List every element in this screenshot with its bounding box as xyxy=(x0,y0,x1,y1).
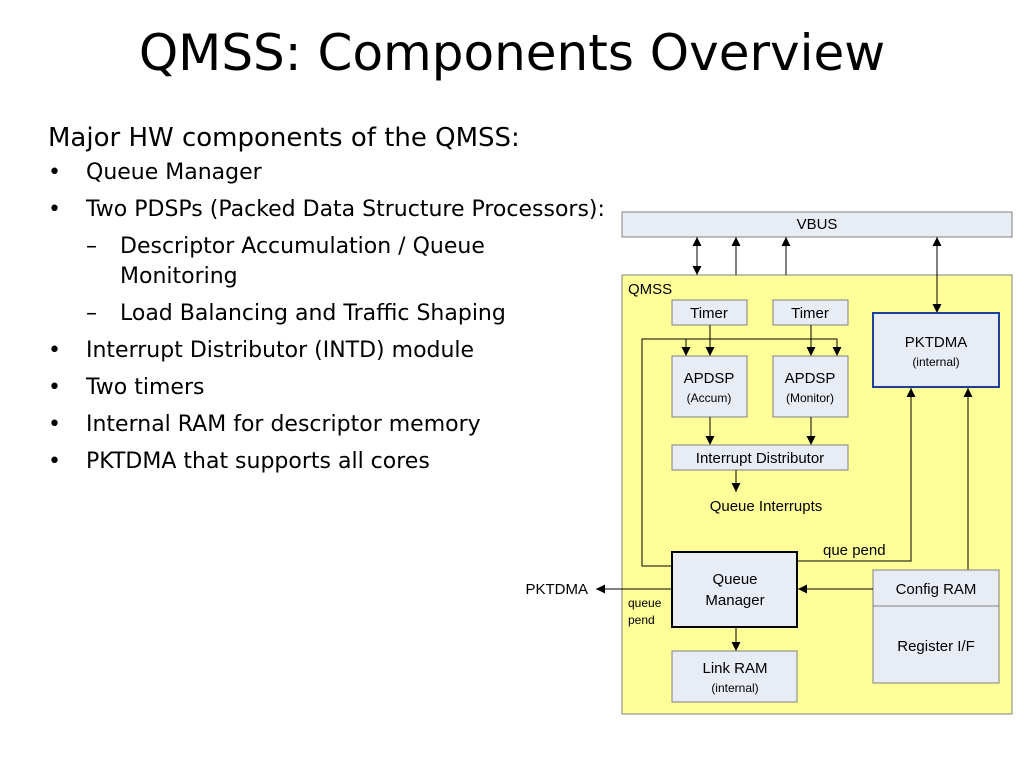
sub-bullet-text: Descriptor Accumulation / Queue Monitori… xyxy=(120,234,485,289)
timer-label-1: Timer xyxy=(690,305,728,322)
bullet-item: • Interrupt Distributor (INTD) module xyxy=(48,336,608,366)
apdsp-monitor-box xyxy=(772,355,849,418)
timer-box-1 xyxy=(671,299,748,326)
slide-content: Major HW components of the QMSS: • Queue … xyxy=(48,122,608,484)
sub-bullet-item: –Load Balancing and Traffic Shaping xyxy=(86,299,608,329)
bullet-item: • Queue Manager xyxy=(48,158,608,188)
pktdma-internal-box xyxy=(872,312,1000,388)
pktdma-internal-sub: (internal) xyxy=(912,355,959,369)
config-ram-box xyxy=(872,569,1000,684)
bullet-marker: • xyxy=(48,160,61,185)
queue-interrupts-label: Queue Interrupts xyxy=(710,498,823,515)
queue-manager-label-2: Manager xyxy=(705,592,764,609)
bullet-marker: • xyxy=(48,375,61,400)
bullet-item: • PKTDMA that supports all cores xyxy=(48,447,608,477)
bullet-marker: • xyxy=(48,338,61,363)
sub-bullet-list: –Descriptor Accumulation / Queue Monitor… xyxy=(86,232,608,329)
apdsp-monitor-label: APDSP xyxy=(785,370,836,387)
sub-bullet-marker: – xyxy=(86,301,97,326)
queue-manager-box xyxy=(671,551,798,628)
que-pend-loop-line xyxy=(641,338,842,567)
sub-bullet-marker: – xyxy=(86,234,97,259)
bullet-item: • Two timers xyxy=(48,373,608,403)
apdsp-accum-box xyxy=(671,355,748,418)
queue-pend-small-2: pend xyxy=(628,613,655,627)
bullet-list: • Queue Manager • Two PDSPs (Packed Data S… xyxy=(48,158,608,477)
config-ram-label: Config RAM xyxy=(896,581,977,598)
link-ram-box xyxy=(671,650,798,703)
vbus-bar xyxy=(621,211,1013,238)
bullet-item: • Internal RAM for descriptor memory xyxy=(48,410,608,440)
bullet-text: Queue Manager xyxy=(86,160,262,185)
apdsp-monitor-sub: (Monitor) xyxy=(786,391,834,405)
pktdma-out-label: PKTDMA xyxy=(525,581,588,598)
link-ram-sub: (internal) xyxy=(711,681,758,695)
pktdma-internal-label: PKTDMA xyxy=(905,334,968,351)
apdsp-accum-sub: (Accum) xyxy=(687,391,732,405)
link-ram-label: Link RAM xyxy=(702,660,767,677)
vbus-label: VBUS xyxy=(797,216,838,233)
slide-title: QMSS: Components Overview xyxy=(138,24,886,82)
sub-bullet-text: Load Balancing and Traffic Shaping xyxy=(120,301,506,326)
bullet-marker: • xyxy=(48,412,61,437)
qmss-label: QMSS xyxy=(628,281,672,298)
que-pend-pktdma-line xyxy=(797,388,916,562)
sub-bullet-item: –Descriptor Accumulation / Queue Monitor… xyxy=(86,232,608,292)
intro-text: Major HW components of the QMSS: xyxy=(48,123,520,153)
register-if-label: Register I/F xyxy=(897,638,975,655)
queue-pend-small-1: queue xyxy=(628,596,662,610)
bullet-item: • Two PDSPs (Packed Data Structure Proces… xyxy=(48,195,608,329)
bullet-text: Internal RAM for descriptor memory xyxy=(86,412,481,437)
bullet-text: Two timers xyxy=(86,375,205,400)
bullet-text: Two PDSPs (Packed Data Structure Process… xyxy=(86,197,605,222)
bullet-text: Interrupt Distributor (INTD) module xyxy=(86,338,475,363)
queue-manager-label-1: Queue xyxy=(712,571,757,588)
interrupt-distributor-box xyxy=(671,444,849,471)
bullet-text: PKTDMA that supports all cores xyxy=(86,449,430,474)
que-pend-label: que pend xyxy=(823,542,886,559)
bullet-marker: • xyxy=(48,197,61,222)
timer-label-2: Timer xyxy=(791,305,829,322)
apdsp-accum-label: APDSP xyxy=(684,370,735,387)
bullet-marker: • xyxy=(48,449,61,474)
interrupt-distributor-label: Interrupt Distributor xyxy=(696,450,824,467)
